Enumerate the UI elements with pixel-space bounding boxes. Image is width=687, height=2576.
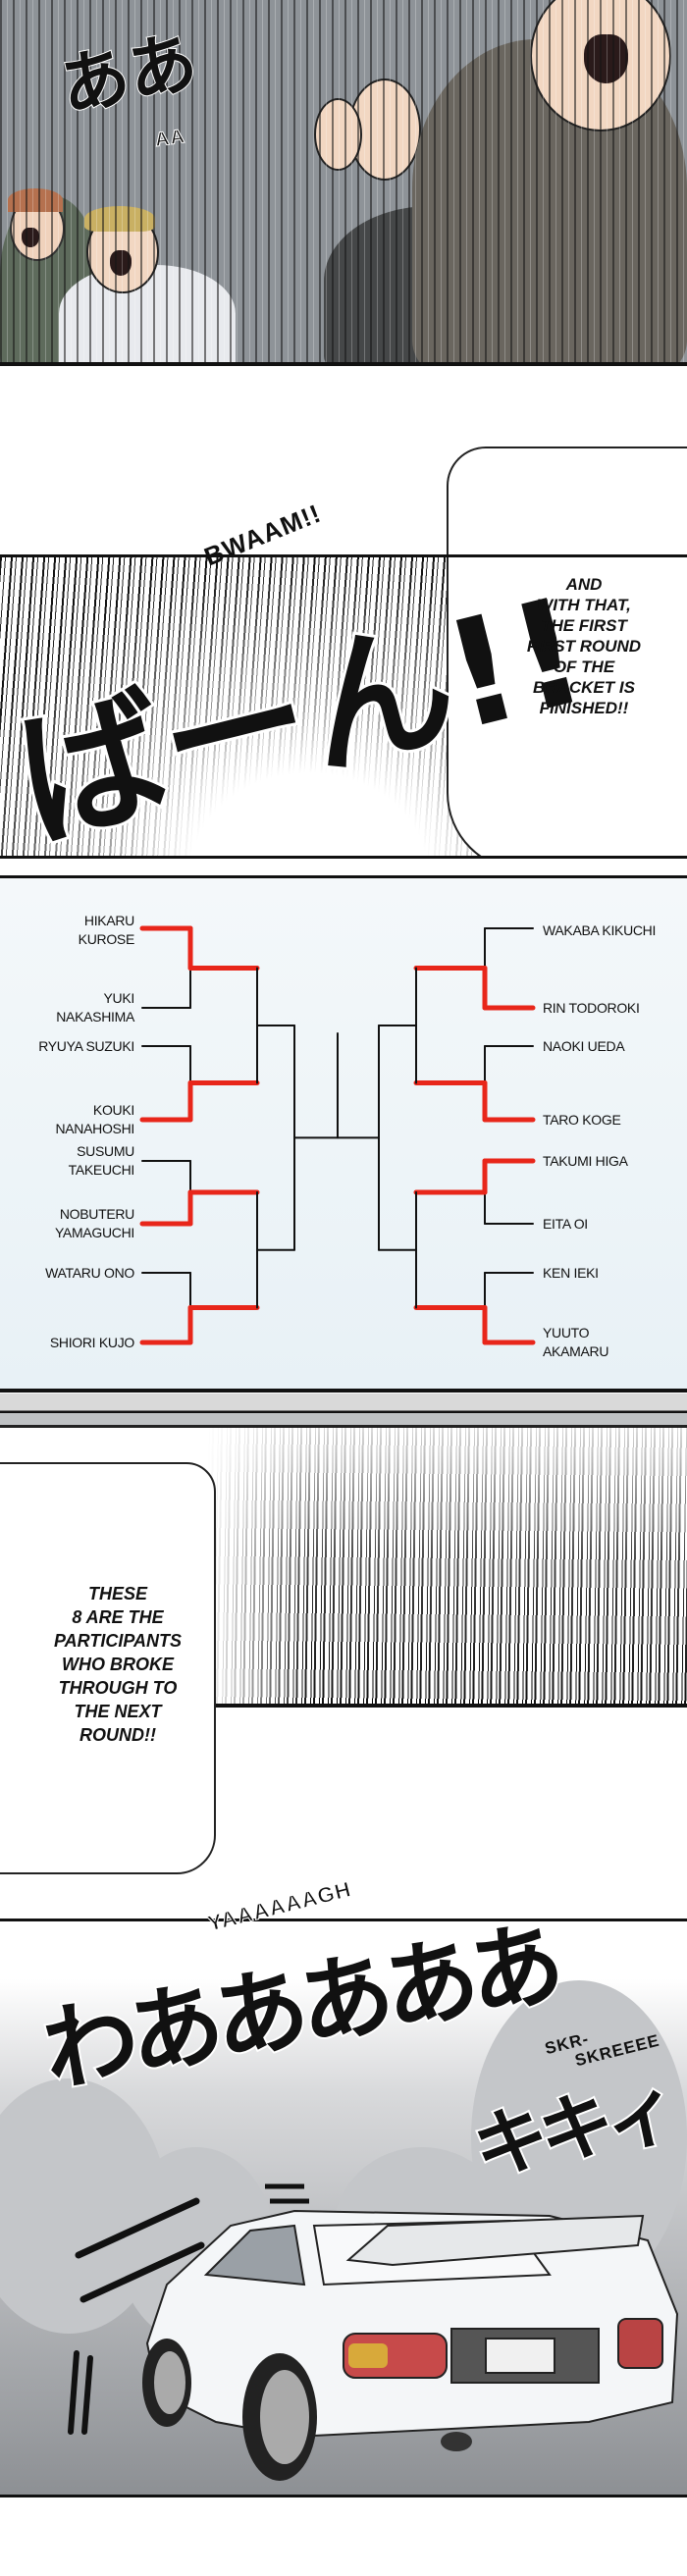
caption-line: WITH THAT, [537, 596, 631, 614]
participant-name: NOBUTERU [59, 1206, 134, 1222]
white-sedan-car [68, 2183, 679, 2481]
caption-line: AND [565, 575, 603, 594]
bracket-entry-right: EITA OI [543, 1215, 588, 1234]
caption-line: FIRST ROUND [526, 637, 642, 656]
caption-line: THE NEXT [74, 1702, 162, 1721]
caption-line: PARTICIPANTS [53, 1631, 182, 1651]
caption-participants: THESE 8 ARE THE PARTICIPANTS WHO BROKE T… [15, 1582, 221, 1747]
participant-name: RIN TODOROKI [543, 999, 640, 1016]
caption-line: WHO BROKE [62, 1655, 174, 1674]
participant-name: SHIORI KUJO [49, 1334, 134, 1350]
bracket-entry-left: RYUYA SUZUKI [38, 1037, 134, 1056]
caption-line: THROUGH TO [58, 1678, 178, 1698]
participant-name: YUKI [103, 990, 135, 1006]
participant-name: WAKABA KIKUCHI [543, 921, 657, 938]
bracket-entry-left: HIKARU KUROSE [78, 912, 135, 949]
participant-name: YUUTO [543, 1325, 590, 1341]
sfx-aa-translation: AA [153, 125, 187, 152]
panel-crowd-cheering: ああ AA [0, 0, 687, 366]
panel-car-drift: わあああああ キキィ SKR- SKREEEE [0, 1919, 687, 2497]
participant-name: WATARU ONO [45, 1264, 134, 1281]
speech-bubble [447, 557, 687, 856]
participant-name: KUROSE [78, 931, 135, 947]
participant-name: KEN IEKI [543, 1264, 599, 1281]
caption-line: OF THE [553, 657, 615, 676]
bracket-entry-right: WAKABA KIKUCHI [543, 921, 656, 940]
caption-line: THE FIRST [541, 616, 627, 635]
caption-round-finished: AND WITH THAT, THE FIRST FIRST ROUND OF … [486, 574, 682, 718]
panel-bwaam [0, 554, 687, 859]
bracket-entry-left: SUSUMU TAKEUCHI [68, 1142, 135, 1180]
participant-name: TAKEUCHI [68, 1162, 135, 1178]
participant-name: YAMAGUCHI [54, 1225, 134, 1240]
bracket-entry-left: KOUKI NANAHOSHI [55, 1101, 134, 1138]
speech-bubble [0, 1462, 216, 1874]
bracket-entry-left: YUKI NAKASHIMA [56, 989, 134, 1026]
participant-name: KOUKI [92, 1102, 134, 1118]
caption-line: FINISHED!! [539, 699, 629, 717]
participant-name: TARO KOGE [543, 1111, 621, 1128]
bracket-entry-left: NOBUTERU YAMAGUCHI [55, 1205, 134, 1242]
bracket-entry-right: RIN TODOROKI [543, 999, 640, 1018]
bracket-entry-right: TARO KOGE [543, 1111, 621, 1130]
caption-line: ROUND!! [79, 1725, 156, 1745]
bracket-entry-right: YUUTO AKAMARU [543, 1324, 608, 1361]
bracket-lines [139, 925, 536, 1345]
participant-name: NANAHOSHI [55, 1121, 134, 1136]
caption-line: 8 ARE THE [72, 1607, 164, 1627]
bracket-entry-left: WATARU ONO [45, 1264, 134, 1283]
participant-name: AKAMARU [543, 1343, 609, 1359]
caption-line: BRACKET IS [533, 678, 635, 697]
panel-divider-strip [0, 1393, 687, 1428]
participant-name: HIKARU [83, 913, 134, 928]
bracket-entry-left: SHIORI KUJO [50, 1334, 134, 1352]
panel-tournament-bracket: HIKARU KUROSE YUKI NAKASHIMA RYUYA SUZUKI KOU… [0, 875, 687, 1393]
participant-name: RYUYA SUZUKI [38, 1037, 134, 1054]
caption-line: THESE [87, 1584, 147, 1603]
participant-name: EITA OI [543, 1215, 588, 1232]
participant-name: NAKASHIMA [56, 1009, 134, 1025]
participant-name: SUSUMU [77, 1143, 134, 1159]
bracket-entry-right: NAOKI UEDA [543, 1037, 625, 1056]
bracket-entry-right: TAKUMI HIGA [543, 1152, 628, 1171]
participant-name: NAOKI UEDA [543, 1037, 625, 1054]
participant-name: TAKUMI HIGA [543, 1152, 628, 1169]
bracket-entry-right: KEN IEKI [543, 1264, 599, 1283]
